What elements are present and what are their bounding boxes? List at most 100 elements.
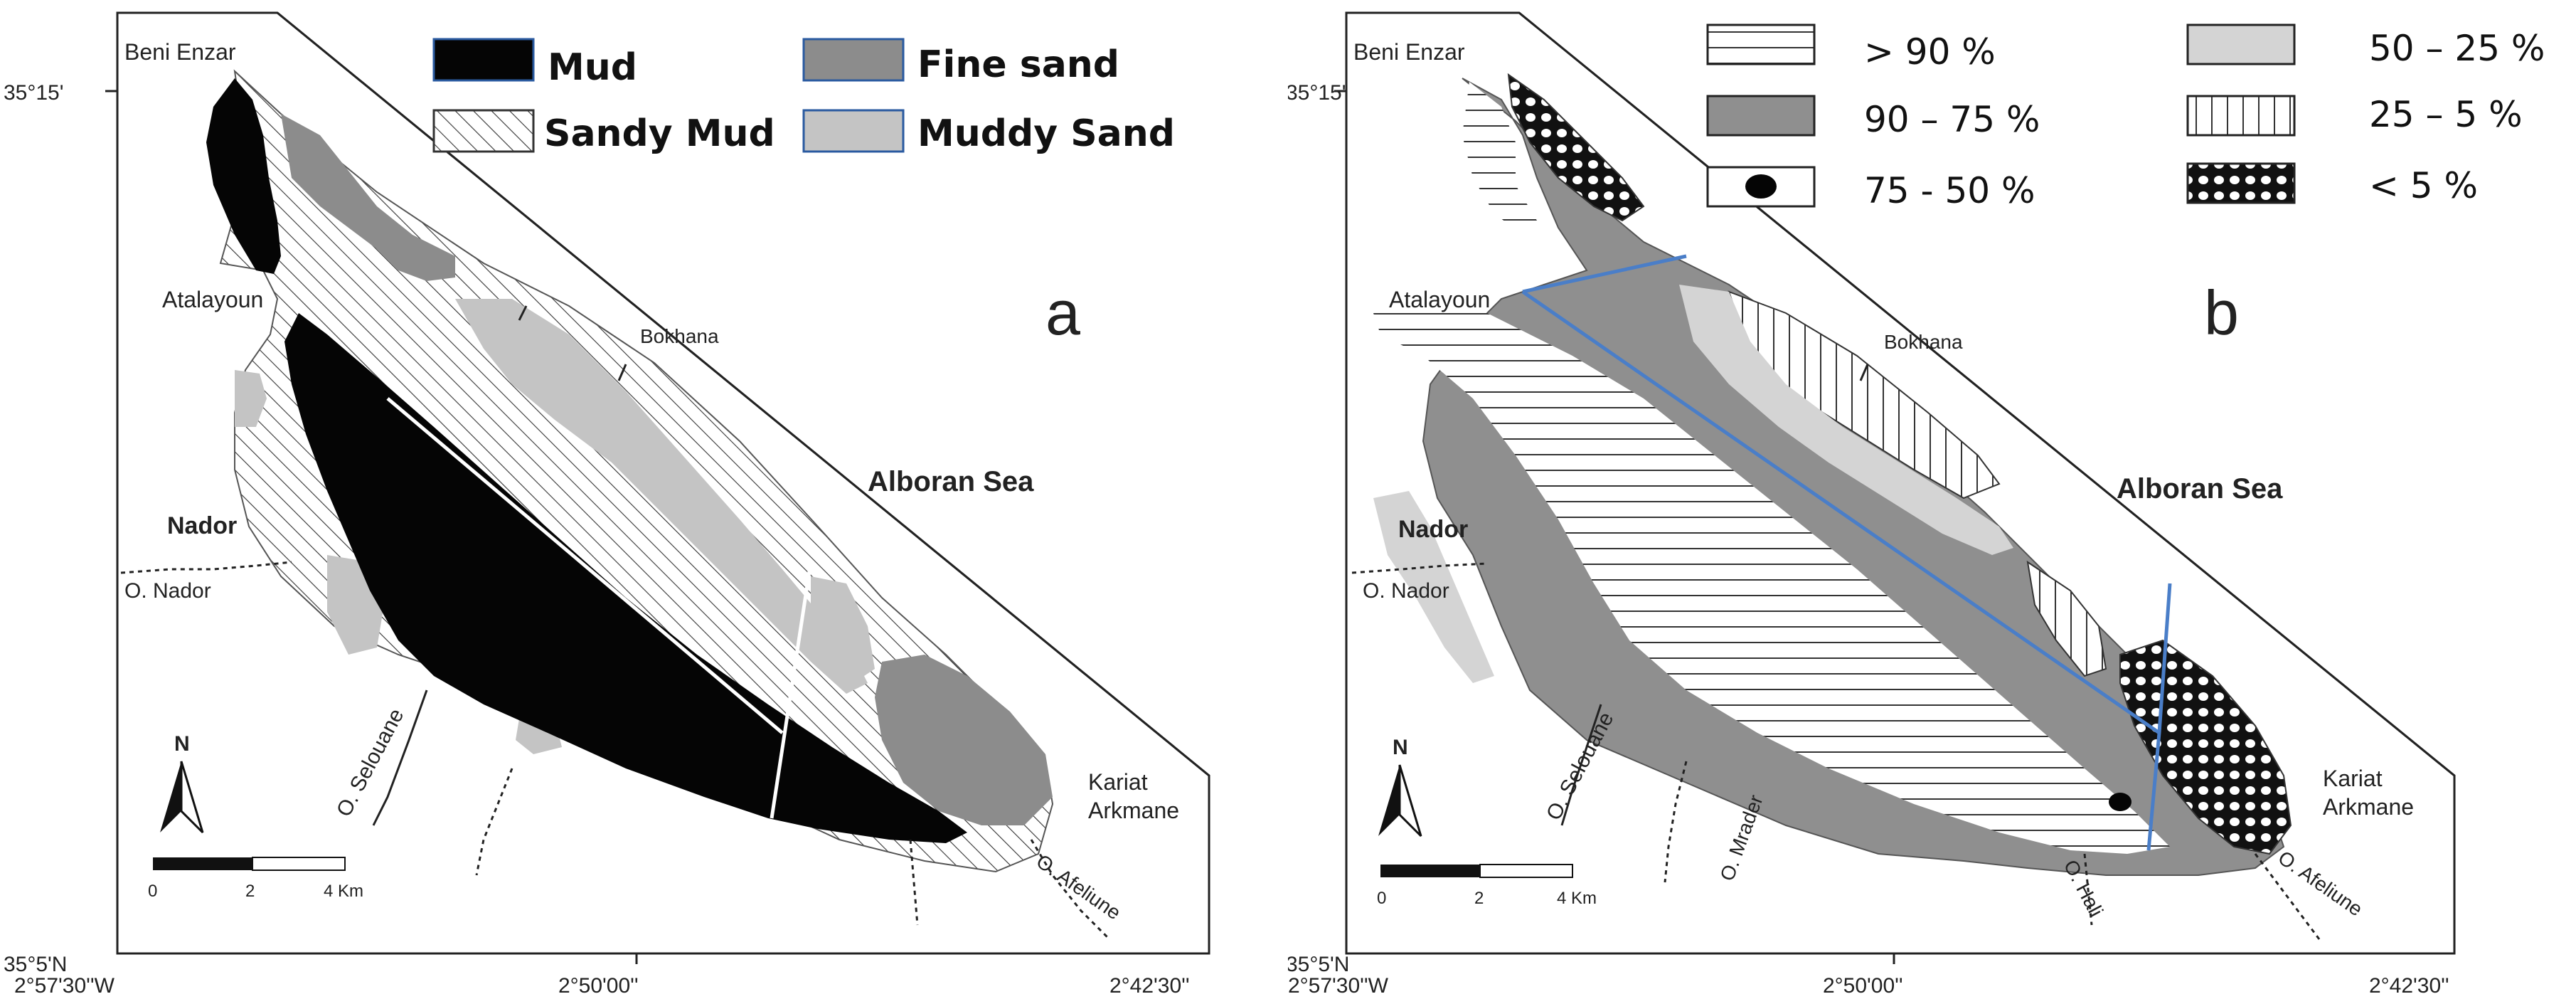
mud-zone-north (206, 78, 281, 274)
svg-text:> 90 %: > 90 % (1864, 31, 1996, 73)
svg-text:Sandy Mud: Sandy Mud (544, 112, 775, 155)
sediment-map-a: Beni Enzar Atalayoun Bokhana Alboran Sea… (4, 11, 1210, 998)
transect-lines (1522, 254, 1687, 294)
lon-mid-b: 2°50'00'' (1823, 974, 1903, 998)
svg-text:4 Km: 4 Km (324, 882, 363, 901)
muddy-sand-east-shore (455, 299, 868, 694)
label-kariat: Kariat (1088, 769, 1148, 795)
legend-item-90-75: 90 – 75 % (1706, 95, 2040, 140)
lat-bottom-b: 35°5'N (1288, 953, 1349, 976)
legend-item-25-5: 25 – 5 % (2186, 94, 2523, 137)
label-beni-enzar: Beni Enzar (124, 39, 236, 65)
svg-text:0: 0 (148, 882, 157, 901)
label-bokhana: Bokhana (640, 325, 719, 347)
transect-line-long (1521, 290, 2161, 735)
legend-item-gt90: > 90 % (1706, 23, 1996, 73)
river-o-hali-b (2083, 853, 2093, 926)
svg-text:2: 2 (245, 882, 255, 901)
fine-sand-southeast-lobe (875, 655, 1053, 825)
label-arkmane-b: Arkmane (2323, 794, 2414, 820)
river-o-selouane-b (1560, 704, 1602, 826)
label-o-nador-b: O. Nador (1363, 579, 1449, 603)
lon-right: 2°42'30'' (1109, 974, 1190, 998)
sediment-map-b: Beni Enzar Atalayoun Bokhana Alboran Sea… (1288, 11, 2545, 998)
map-panel-b: Beni Enzar Atalayoun Bokhana Alboran Sea… (1288, 0, 2576, 999)
legend-item-muddy-sand: Muddy Sand (802, 109, 1175, 155)
legend-item-mud: Mud (432, 38, 637, 89)
lat-bottom: 35°5'N (4, 953, 67, 976)
pier-north (518, 305, 528, 321)
scale-bar: 0 2 4 Km (148, 857, 363, 901)
north-arrow-icon-b: N (1378, 736, 1422, 837)
zone-50-25-west (1373, 491, 1494, 683)
svg-text:0: 0 (1377, 889, 1386, 908)
legend-item-fine-sand: Fine sand (802, 38, 1119, 86)
scale-bar-b: 0 2 4 Km (1377, 864, 1597, 908)
label-kariat-b: Kariat (2323, 766, 2383, 791)
legend-a: Mud Fine sand Sandy Mud Muddy Sand (432, 38, 1175, 155)
muddy-sand-east-shore-lower (811, 576, 875, 683)
lon-left: 2°57'30''W (14, 974, 115, 998)
label-atalayoun-b: Atalayoun (1389, 287, 1490, 312)
lat-top-b: 35°15' (1288, 81, 1346, 105)
svg-text:25 – 5 %: 25 – 5 % (2369, 94, 2523, 135)
zone-gt90-north (1462, 82, 1537, 235)
zone-25-5-east-lower (2026, 560, 2107, 677)
river-mid (475, 768, 513, 876)
label-nador: Nador (167, 512, 237, 539)
panel-letter-b: b (2204, 278, 2239, 348)
shoreline (277, 11, 1210, 777)
legend-b: > 90 % 90 – 75 % 75 - 50 % 50 – 25 % 25 … (1706, 23, 2545, 211)
svg-text:4 Km: 4 Km (1557, 889, 1597, 908)
label-beni-enzar-b: Beni Enzar (1353, 39, 1465, 65)
svg-text:N: N (174, 732, 190, 756)
muddy-sand-west-patch (235, 370, 267, 427)
lon-right-b: 2°42'30'' (2369, 974, 2449, 998)
svg-text:50 – 25 %: 50 – 25 % (2369, 28, 2545, 69)
panel-letter-a: a (1045, 278, 1080, 348)
svg-text:Muddy Sand: Muddy Sand (917, 112, 1175, 155)
label-atalayoun: Atalayoun (162, 287, 263, 312)
legend-item-lt5: < 5 % (2186, 162, 2478, 206)
mud-zone-central (284, 313, 967, 843)
svg-text:< 5 %: < 5 % (2369, 165, 2478, 206)
river-o-nador (120, 561, 292, 574)
label-nador-b: Nador (1398, 516, 1468, 543)
zone-50-25-band (1679, 285, 2013, 555)
label-alboran-sea: Alboran Sea (868, 466, 1034, 497)
river-o-nador-b (1351, 562, 1488, 574)
river-o-selouane (372, 689, 428, 826)
map-panel-a: Beni Enzar Atalayoun Bokhana Alboran Sea… (4, 11, 1210, 998)
label-alboran-sea-b: Alboran Sea (2117, 473, 2283, 504)
transect-line-1 (386, 397, 784, 734)
transect-line-v (2146, 583, 2172, 851)
svg-text:90 – 75 %: 90 – 75 % (1864, 99, 2040, 140)
svg-text:Mud: Mud (548, 46, 637, 89)
north-arrow-icon: N (160, 732, 204, 834)
label-o-nador: O. Nador (124, 579, 211, 603)
legend-item-sandy-mud: Sandy Mud (432, 109, 775, 155)
zone-75-50-dot (2109, 793, 2131, 811)
river-south (909, 839, 919, 926)
svg-text:N: N (1393, 736, 1408, 759)
lon-mid: 2°50'00'' (558, 974, 639, 998)
label-bokhana-b: Bokhana (1884, 331, 1963, 353)
fine-sand-north-strip (281, 114, 455, 281)
zone-lt5-north (1507, 73, 1645, 222)
river-o-afeliune-b (2254, 853, 2321, 940)
svg-text:2: 2 (1474, 889, 1484, 908)
river-o-mrader-b (1664, 761, 1688, 883)
svg-text:Fine sand: Fine sand (917, 43, 1119, 86)
pier-bokhana (617, 364, 627, 381)
pier-bokhana-b (1859, 364, 1869, 381)
legend-item-75-50: 75 - 50 % (1706, 166, 2035, 211)
label-arkmane: Arkmane (1088, 798, 1179, 823)
svg-text:75 - 50 %: 75 - 50 % (1864, 170, 2035, 211)
zone-gt90-central (1373, 299, 2170, 854)
lat-top: 35°15' (4, 81, 63, 105)
river-o-afeliune (1030, 839, 1111, 941)
lon-left-b: 2°57'30''W (1288, 974, 1389, 998)
legend-item-50-25: 50 – 25 % (2186, 23, 2545, 69)
transect-line-2 (770, 561, 813, 819)
shoreline-b (1518, 11, 2455, 777)
